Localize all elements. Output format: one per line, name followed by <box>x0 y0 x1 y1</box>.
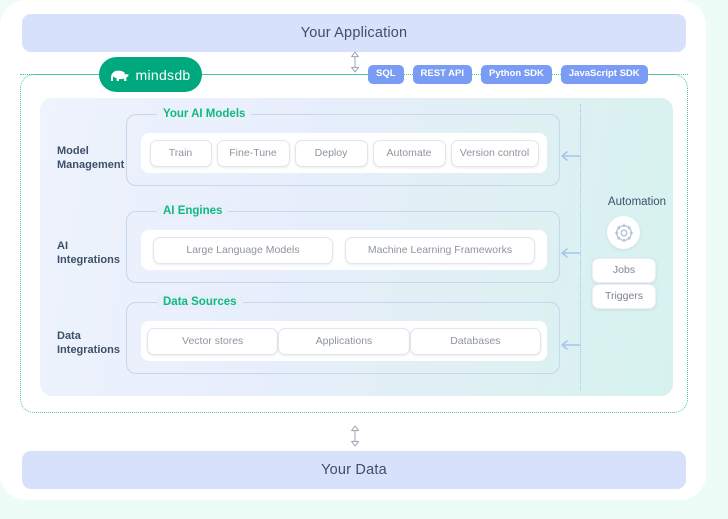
dotted-connector-left <box>20 74 100 75</box>
pill-vector-stores[interactable]: Vector stores <box>147 328 278 355</box>
row-label-line-1: AI <box>57 239 127 253</box>
arrow-left-icon-ai-integrations <box>559 246 581 260</box>
pill-deploy[interactable]: Deploy <box>295 140 368 167</box>
pill-strip-data-sources: Vector stores Applications Databases <box>141 321 547 361</box>
row-label-line-2: Integrations <box>57 343 127 357</box>
mindsdb-logo[interactable]: mindsdb <box>99 57 202 92</box>
arrow-left-icon-model-management <box>559 149 581 163</box>
pill-applications[interactable]: Applications <box>278 328 409 355</box>
pill-automate[interactable]: Automate <box>373 140 446 167</box>
pill-version-control[interactable]: Version control <box>451 140 539 167</box>
row-label-line-2: Management <box>57 158 127 172</box>
mindsdb-wordmark: mindsdb <box>135 67 190 83</box>
pill-databases[interactable]: Databases <box>410 328 541 355</box>
double-arrow-vertical-icon-bottom <box>348 425 362 447</box>
row-label-model-management: Model Management <box>57 144 127 172</box>
gear-icon <box>614 223 634 243</box>
dotted-connector-right <box>644 74 688 75</box>
arrow-left-icon-data-integrations <box>559 338 581 352</box>
group-title-data-sources: Data Sources <box>157 295 243 309</box>
your-data-label: Your Data <box>321 462 387 478</box>
pill-machine-learning-frameworks[interactable]: Machine Learning Frameworks <box>345 237 535 264</box>
dotted-connector-middle <box>202 74 368 75</box>
group-title-your-ai-models: Your AI Models <box>157 107 251 121</box>
mindsdb-elephant-icon <box>110 68 130 82</box>
api-badge-javascript-sdk[interactable]: JavaScript SDK <box>561 65 648 84</box>
double-arrow-vertical-icon-top <box>348 51 362 73</box>
api-badge-python-sdk[interactable]: Python SDK <box>481 65 552 84</box>
group-your-ai-models: Your AI Models Train Fine-Tune Deploy Au… <box>126 114 560 186</box>
api-badge-rest-api[interactable]: REST API <box>413 65 472 84</box>
group-ai-engines: AI Engines Large Language Models Machine… <box>126 211 560 283</box>
automation-pill-jobs[interactable]: Jobs <box>592 258 656 283</box>
row-label-ai-integrations: AI Integrations <box>57 239 127 267</box>
your-application-label: Your Application <box>301 25 408 41</box>
row-label-line-2: Integrations <box>57 253 127 267</box>
group-data-sources: Data Sources Vector stores Applications … <box>126 302 560 374</box>
api-interface-badges: SQL REST API Python SDK JavaScript SDK <box>368 64 648 85</box>
api-badge-sql[interactable]: SQL <box>368 65 404 84</box>
group-title-ai-engines: AI Engines <box>157 204 228 218</box>
your-application-banner: Your Application <box>22 14 686 52</box>
row-label-line-1: Model <box>57 144 127 158</box>
automation-title: Automation <box>592 196 682 208</box>
row-label-data-integrations: Data Integrations <box>57 329 127 357</box>
pill-train[interactable]: Train <box>150 140 212 167</box>
row-label-line-1: Data <box>57 329 127 343</box>
pill-strip-your-ai-models: Train Fine-Tune Deploy Automate Version … <box>141 133 547 173</box>
pill-large-language-models[interactable]: Large Language Models <box>153 237 333 264</box>
your-data-banner: Your Data <box>22 451 686 489</box>
automation-gear-badge <box>607 216 640 249</box>
pill-strip-ai-engines: Large Language Models Machine Learning F… <box>141 230 547 270</box>
pill-fine-tune[interactable]: Fine-Tune <box>217 140 290 167</box>
automation-pill-triggers[interactable]: Triggers <box>592 284 656 309</box>
